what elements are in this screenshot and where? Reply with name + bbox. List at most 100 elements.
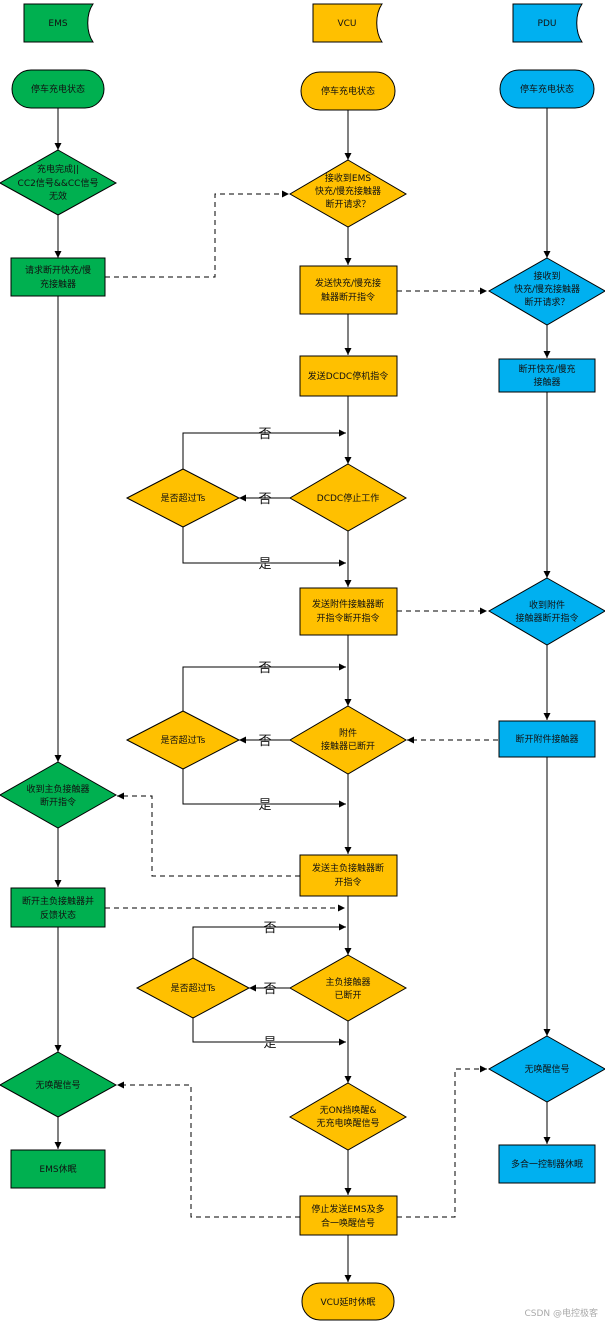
node-ems-open-main-neg: 断开主负接触器并 反馈状态 — [10, 887, 106, 928]
watermark: CSDN @电控极客 — [524, 1307, 598, 1319]
svg-text:接收到EMS: 接收到EMS — [325, 172, 371, 184]
edge-loop2-back — [182, 663, 346, 711]
node-ems-charge-done: 充电完成|| CC2信号&&CC信号 无效 — [0, 149, 118, 216]
svg-text:充电完成||: 充电完成|| — [37, 163, 79, 175]
edge-labels: 否 否 是 否 否 是 否 否 是 — [258, 427, 276, 1051]
svg-text:无唤醒信号: 无唤醒信号 — [524, 1063, 569, 1075]
node-ems-sleep: EMS休眠 — [10, 1149, 106, 1189]
svg-text:接触器: 接触器 — [533, 376, 560, 388]
node-pdu-recv-aux: 收到附件 接触器断开指令 — [488, 577, 605, 646]
label-loop1-back-no: 否 — [258, 427, 271, 442]
svg-text:停止发送EMS及多: 停止发送EMS及多 — [311, 1203, 384, 1215]
node-pdu-open-contactor: 断开快充/慢充 接触器 — [498, 358, 596, 393]
node-vcu-recv-request: 接收到EMS 快充/慢充接触器 断开请求？ — [289, 159, 407, 228]
svg-text:合一唤醒信号: 合一唤醒信号 — [321, 1217, 375, 1229]
node-vcu-aux-opened: 附件 接触器已断开 — [289, 705, 407, 775]
node-ems-no-wake: 无唤醒信号 — [0, 1051, 118, 1118]
svg-text:开指令断开指令: 开指令断开指令 — [316, 612, 379, 624]
svg-text:主负接触器: 主负接触器 — [325, 976, 370, 988]
svg-text:收到主负接触器: 收到主负接触器 — [26, 783, 89, 795]
svg-text:CC2信号&&CC信号: CC2信号&&CC信号 — [18, 177, 99, 189]
edge-vcu-to-ems-nowake — [117, 1081, 300, 1218]
svg-text:VCU延时休眠: VCU延时休眠 — [320, 1296, 375, 1308]
lane-header-pdu: PDU — [512, 3, 583, 43]
svg-text:收到附件: 收到附件 — [529, 599, 565, 611]
label-loop1-no: 否 — [258, 492, 271, 507]
edge-loop1-back — [182, 429, 346, 469]
svg-text:DCDC停止工作: DCDC停止工作 — [317, 492, 379, 504]
node-pdu-sleep: 多合一控制器休眠 — [498, 1144, 596, 1184]
svg-text:发送主负接触器断: 发送主负接触器断 — [312, 862, 384, 874]
edge-loop3-yes — [192, 1018, 346, 1046]
lane-title-ems: EMS — [48, 19, 67, 29]
svg-text:接触器已断开: 接触器已断开 — [321, 740, 375, 752]
svg-text:附件: 附件 — [339, 727, 357, 739]
svg-text:断开请求？: 断开请求？ — [325, 198, 370, 210]
edge-loop2-yes — [182, 769, 346, 808]
label-loop3-back-no: 否 — [263, 921, 276, 936]
node-vcu-timeout-2: 是否超过Ts — [125, 710, 241, 770]
node-vcu-main-neg-opened: 主负接触器 已断开 — [288, 954, 408, 1022]
svg-text:EMS休眠: EMS休眠 — [39, 1163, 76, 1175]
node-vcu-start: 停车充电状态 — [300, 71, 396, 111]
svg-text:停车充电状态: 停车充电状态 — [31, 83, 85, 95]
label-loop2-yes: 是 — [258, 798, 271, 813]
edge-vcu-to-ems-main-neg — [117, 792, 300, 877]
svg-text:断开快充/慢充: 断开快充/慢充 — [518, 363, 575, 375]
svg-text:接触器断开指令: 接触器断开指令 — [515, 612, 578, 624]
node-vcu-send-aux-open: 发送附件接触器断 开指令断开指令 — [299, 587, 398, 636]
label-loop2-no: 否 — [258, 734, 271, 749]
svg-text:无ON挡唤醒&: 无ON挡唤醒& — [320, 1104, 377, 1116]
lane-header-ems: EMS — [23, 3, 94, 43]
svg-text:断开指令: 断开指令 — [40, 796, 76, 808]
node-vcu-stop-wake: 停止发送EMS及多 合一唤醒信号 — [299, 1195, 398, 1236]
label-loop1-yes: 是 — [258, 557, 271, 572]
lane-title-vcu: VCU — [337, 19, 356, 29]
svg-text:发送DCDC停机指令: 发送DCDC停机指令 — [308, 370, 388, 382]
svg-text:多合一控制器休眠: 多合一控制器休眠 — [511, 1158, 583, 1170]
svg-text:断开主负接触器并: 断开主负接触器并 — [22, 895, 94, 907]
edge-loop3-back — [192, 923, 346, 958]
svg-text:已断开: 已断开 — [334, 989, 361, 1001]
svg-text:是否超过Ts: 是否超过Ts — [161, 492, 206, 504]
svg-text:充接触器: 充接触器 — [40, 278, 76, 290]
node-vcu-dcdc-stopped: DCDC停止工作 — [289, 463, 407, 532]
svg-text:请求断开快充/慢: 请求断开快充/慢 — [25, 264, 91, 276]
svg-text:快充/慢充接触器: 快充/慢充接触器 — [315, 185, 381, 197]
node-vcu-timeout-1: 是否超过Ts — [125, 468, 241, 528]
svg-text:发送附件接触器断: 发送附件接触器断 — [312, 598, 384, 610]
label-loop3-yes: 是 — [263, 1036, 276, 1051]
label-loop2-back-no: 否 — [258, 661, 271, 676]
edges-dashed — [105, 190, 498, 1218]
svg-text:无唤醒信号: 无唤醒信号 — [35, 1079, 80, 1091]
svg-text:断开附件接触器: 断开附件接触器 — [515, 733, 578, 745]
edge-vcu-to-pdu-nowake — [397, 1065, 487, 1218]
lane-header-vcu: VCU — [312, 3, 383, 43]
node-vcu-sleep: VCU延时休眠 — [301, 1282, 395, 1321]
node-ems-recv-main-neg: 收到主负接触器 断开指令 — [0, 761, 118, 829]
svg-text:发送快充/慢充接: 发送快充/慢充接 — [315, 277, 381, 289]
svg-text:开指令: 开指令 — [334, 876, 361, 888]
node-ems-request-open: 请求断开快充/慢 充接触器 — [10, 257, 106, 297]
node-vcu-send-dcdc-stop: 发送DCDC停机指令 — [299, 355, 398, 397]
svg-text:接收到: 接收到 — [533, 270, 560, 282]
node-pdu-open-aux: 断开附件接触器 — [498, 720, 596, 758]
node-pdu-start: 停车充电状态 — [499, 69, 595, 109]
svg-text:快充/慢充接触器: 快充/慢充接触器 — [514, 283, 580, 295]
node-pdu-recv-request: 接收到 快充/慢充接触器 断开请求？ — [488, 257, 605, 326]
edges-solid — [54, 108, 551, 1282]
edge-loop1-yes — [182, 527, 346, 567]
svg-text:反馈状态: 反馈状态 — [40, 909, 76, 921]
edge-ems-to-vcu-request — [105, 190, 289, 278]
svg-text:是否超过Ts: 是否超过Ts — [171, 982, 216, 994]
svg-text:触器断开指令: 触器断开指令 — [321, 291, 375, 303]
svg-text:无充电唤醒信号: 无充电唤醒信号 — [316, 1117, 379, 1129]
node-vcu-timeout-3: 是否超过Ts — [135, 957, 251, 1019]
svg-text:是否超过Ts: 是否超过Ts — [161, 734, 206, 746]
svg-text:停车充电状态: 停车充电状态 — [321, 85, 375, 97]
svg-text:无效: 无效 — [49, 190, 67, 202]
node-vcu-send-main-neg: 发送主负接触器断 开指令 — [299, 854, 398, 897]
node-vcu-send-open: 发送快充/慢充接 触器断开指令 — [299, 265, 398, 315]
